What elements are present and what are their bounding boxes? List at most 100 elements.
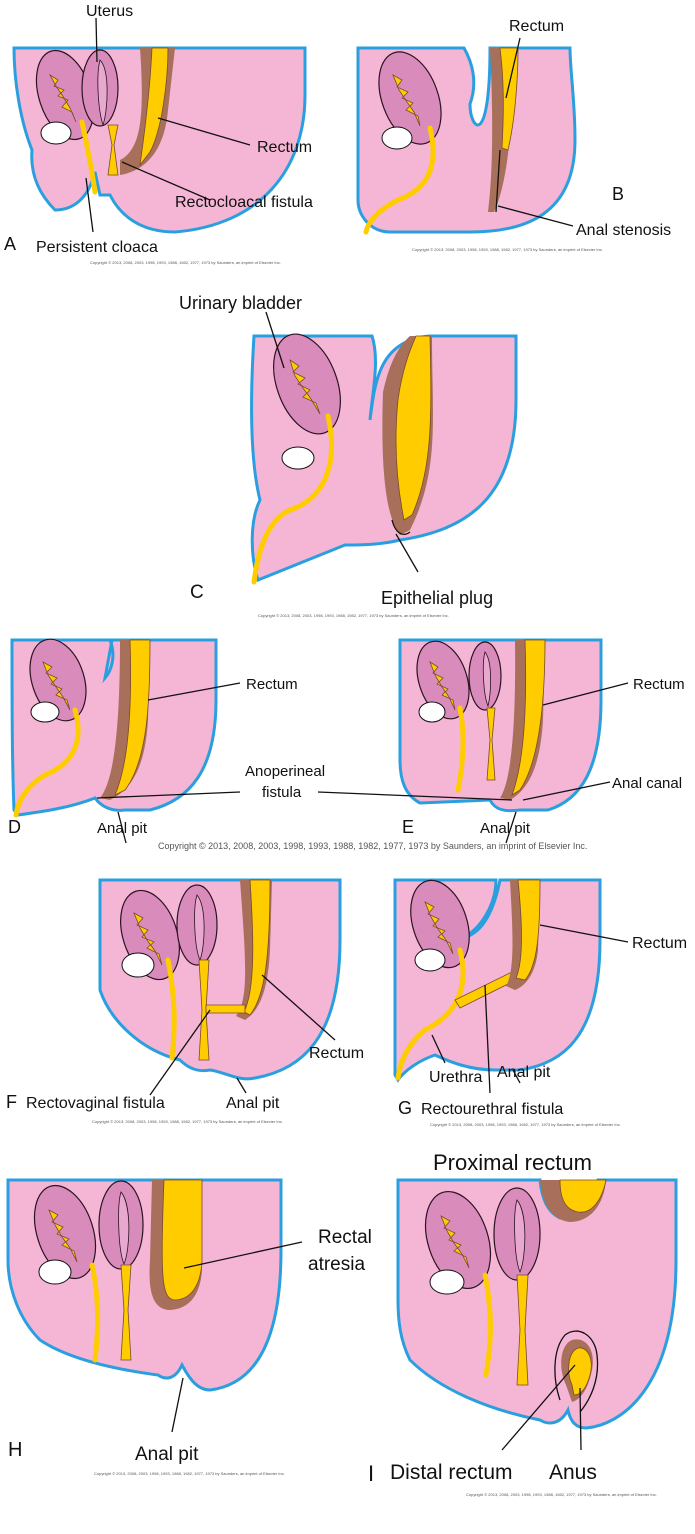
panel-b-letter: B (612, 184, 624, 204)
panel-e-canal-leader (522, 781, 611, 801)
panel-g-urethra (395, 947, 466, 1081)
panel-c-rectum (395, 335, 432, 521)
panel-e-zigzag (429, 661, 456, 711)
panel-e-rectum-label: Rectum (633, 676, 685, 693)
panel-e-uterus-cavity (482, 651, 492, 708)
panel-i-bladder (424, 1190, 492, 1290)
panel-d-pit-label: Anal pit (97, 820, 148, 837)
panel-e-rectum-leader (542, 682, 629, 706)
panel-e-letter: E (402, 817, 414, 837)
panel-e-vagina (486, 707, 496, 781)
panel-d-rectum-label: Rectum (246, 676, 298, 693)
panel-a-letter: A (4, 234, 16, 254)
panel-g-fistula-leader (484, 984, 491, 1094)
panel-b-zigzag (392, 74, 421, 127)
panel-i-distal-rectum (568, 1347, 592, 1396)
panel-i-anus-leader (579, 1387, 582, 1451)
panel-c-plug-label: Epithelial plug (381, 588, 493, 608)
panel-i-distal-label: Distal rectum (390, 1461, 513, 1484)
panel-c-pubic-bone (281, 446, 315, 470)
panel-h-zigzag (48, 1209, 78, 1263)
panel-e-pit-leader (505, 811, 517, 844)
panel-i-zigzag (440, 1215, 470, 1269)
panel-i-proximal-label: Proximal rectum (433, 1150, 592, 1175)
panel-f-rectum-leader (261, 974, 336, 1041)
panel-e: Rectum Anal canal Anal pit E Copyright ©… (158, 638, 685, 851)
panel-h-rectum (161, 1179, 203, 1301)
panel-f-zigzag (133, 912, 163, 966)
panel-d: Rectum Anoperineal fistula Anal pit D (8, 638, 325, 844)
panel-g-rectum (515, 879, 541, 981)
panel-d-rectum-leader (147, 682, 241, 701)
panel-b-pubic-bone (381, 126, 413, 150)
panel-f-rectum-label: Rectum (309, 1045, 364, 1062)
panel-b-rectum (499, 47, 519, 151)
panel-c-zigzag (289, 359, 321, 415)
panel-b-copyright: Copyright © 2013, 2008, 2003, 1998, 1993… (412, 247, 603, 252)
panel-b-stenosis-label: Anal stenosis (576, 222, 671, 239)
panel-i-vagina (516, 1274, 529, 1386)
panel-h-urethra (89, 1262, 101, 1363)
panel-c-bladder-label: Urinary bladder (179, 293, 302, 313)
panel-e-canal-label: Anal canal (612, 775, 682, 792)
panel-i-anus-label: Anus (549, 1461, 597, 1484)
panel-i-letter: I (368, 1461, 374, 1486)
panel-i-anal-pouch-outline (554, 1330, 599, 1413)
panel-d-pit-leader (117, 811, 127, 844)
panel-a-rectum-leader (157, 117, 251, 146)
panel-b-urethra (363, 125, 436, 235)
panel-d-zigzag (42, 661, 71, 711)
panel-i-urethra (482, 1272, 493, 1378)
panel-b-stenosis-channel (495, 149, 501, 213)
panel-g-letter: G (398, 1098, 412, 1118)
panel-h-pubic-bone (38, 1259, 72, 1285)
panel-g-rectum-label: Rectum (632, 935, 687, 952)
panel-h-letter: H (8, 1439, 22, 1461)
panel-i-uterus-cavity (514, 1199, 526, 1274)
panel-g-urethra-label: Urethra (429, 1069, 482, 1086)
panel-a-pubic-bone (40, 121, 72, 145)
panel-i-proximal-rectum (559, 1179, 607, 1213)
panel-f-copyright: Copyright © 2013, 2008, 2003, 1998, 1993… (92, 1119, 283, 1124)
panel-e-rectum (511, 639, 546, 796)
panel-b: Rectum Anal stenosis B Copyright © 2013,… (356, 18, 671, 252)
panel-a-cloaca-label: Persistent cloaca (36, 239, 158, 256)
panel-f-vagina (198, 959, 210, 1061)
panel-a-cloaca-channel (107, 124, 119, 176)
panel-h-bladder (33, 1184, 97, 1280)
panel-c: Urinary bladder Epithelial plug C Copyri… (179, 293, 518, 618)
panel-d-fistula-leader (96, 791, 241, 799)
panel-g-rectum-leader (539, 924, 629, 943)
panel-g: Rectum Urethra Anal pit Rectourethral fi… (393, 878, 687, 1127)
panel-f-fistula-leader (149, 1009, 211, 1096)
panel-de-anoperineal-label-1: Anoperineal (245, 763, 325, 780)
panel-c-plug-outline (391, 519, 411, 535)
panel-a: Uterus Rectum Rectocloacal fistula Persi… (4, 3, 313, 265)
panel-a-fistula-leader (121, 161, 211, 201)
panel-d-letter: D (8, 817, 21, 837)
panel-a-uterus-cavity (97, 59, 108, 127)
panel-b-rectum-label: Rectum (509, 18, 564, 35)
panel-a-uterus-label: Uterus (86, 3, 133, 20)
panel-f-fistula-channel (205, 1004, 246, 1014)
panel-a-rectum (139, 47, 169, 167)
panel-h-uterus-cavity (118, 1191, 130, 1266)
panel-d-rectum (114, 639, 151, 796)
panel-e-pubic-bone (418, 701, 446, 723)
panel-f-pit-leader (236, 1077, 247, 1094)
panel-f: Rectum Rectovaginal fistula Anal pit F C… (6, 878, 364, 1124)
panel-c-bladder (273, 333, 341, 435)
panel-b-rectum-leader (505, 37, 521, 99)
panel-h-atresia-label-1: Rectal (318, 1227, 372, 1248)
panel-c-plug-leader (395, 533, 419, 573)
panel-de-copyright: Copyright © 2013, 2008, 2003, 1998, 1993… (158, 841, 587, 851)
panel-g-urethra-leader (431, 1034, 446, 1064)
panel-de-anoperineal-label-2: fistula (262, 784, 302, 801)
panel-a-copyright: Copyright © 2013, 2008, 2003, 1998, 1993… (90, 260, 281, 265)
panel-h-vagina (120, 1264, 132, 1361)
panel-c-urethra (251, 413, 334, 585)
panel-i: Proximal rectum Distal rectum Anus I Cop… (368, 1150, 678, 1497)
panel-h: Rectal atresia Anal pit H Copyright © 20… (6, 1178, 372, 1476)
